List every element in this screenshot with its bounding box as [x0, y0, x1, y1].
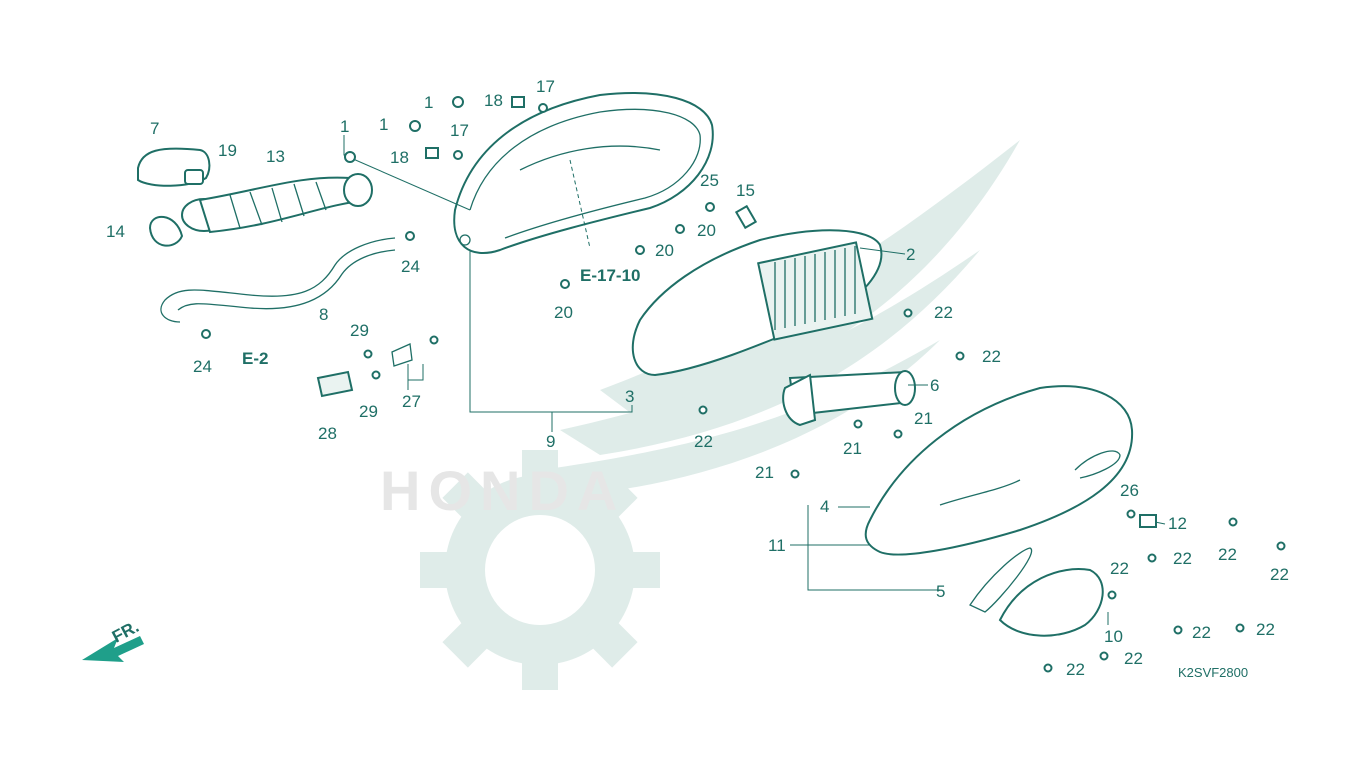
part-27-sensor [391, 343, 413, 367]
part-14-clamp [148, 215, 184, 247]
callout: 10 [1104, 627, 1123, 646]
part-8-drain-tube [160, 237, 396, 323]
callout: 24 [193, 357, 212, 376]
callout: 5 [936, 582, 945, 601]
callout: 22 [1173, 549, 1192, 568]
callout: 22 [694, 432, 713, 451]
callout: 25 [700, 171, 719, 190]
callout: 19 [218, 141, 237, 160]
part-5-seal [969, 547, 1033, 613]
callout: 28 [318, 424, 337, 443]
callout: 1 [424, 93, 433, 112]
callout: 18 [484, 91, 503, 110]
callout: 26 [1120, 481, 1139, 500]
callout: 8 [319, 305, 328, 324]
callout: 24 [401, 257, 420, 276]
callout: 22 [982, 347, 1001, 366]
part-6-inlet-tube [782, 370, 916, 427]
callout: 7 [150, 119, 159, 138]
callout: 1 [340, 117, 349, 136]
part-4-air-cleaner-cover [864, 385, 1134, 556]
callout: 29 [350, 321, 369, 340]
callout: 22 [1256, 620, 1275, 639]
ref-e2-label: E-2 [242, 349, 268, 368]
callout: 12 [1168, 514, 1187, 533]
callout: 22 [1124, 649, 1143, 668]
callout: 13 [266, 147, 285, 166]
callout: 20 [697, 221, 716, 240]
ref-e17-10-label: E-17-10 [580, 266, 640, 285]
callout: 14 [106, 222, 125, 241]
honda-watermark-text: HONDA [380, 459, 625, 522]
callout: 22 [1110, 559, 1129, 578]
part-13-intake-duct [181, 173, 373, 234]
callout: 4 [820, 497, 829, 516]
leader-lines [343, 135, 1166, 625]
callout: 3 [625, 387, 634, 406]
callout: 20 [554, 303, 573, 322]
diagram-code-label: K2SVF2800 [1178, 665, 1248, 680]
callout: 22 [1270, 565, 1289, 584]
part-19-plug [184, 169, 204, 185]
front-direction-arrow-icon [82, 636, 144, 662]
part-10-duct-cover [998, 568, 1104, 637]
callout-labels: 1 1 1 17 17 18 18 7 19 13 14 24 24 8 25 … [106, 77, 1289, 679]
callout: 18 [390, 148, 409, 167]
callout: 22 [1066, 660, 1085, 679]
callout: 2 [906, 245, 915, 264]
callout: 22 [934, 303, 953, 322]
callout: 21 [755, 463, 774, 482]
part-9-air-cleaner-case [453, 92, 714, 255]
callout: 27 [402, 392, 421, 411]
callout: 20 [655, 241, 674, 260]
callout: 11 [768, 536, 786, 555]
callout: 6 [930, 376, 939, 395]
callout: 17 [450, 121, 469, 140]
callout: 17 [536, 77, 555, 96]
callout: 21 [843, 439, 862, 458]
part-2-filter-element [631, 229, 883, 377]
callout: 22 [1218, 545, 1237, 564]
callout: 9 [546, 432, 555, 451]
callout: 15 [736, 181, 755, 200]
callout: 22 [1192, 623, 1211, 642]
callout: 1 [379, 115, 388, 134]
callout: 29 [359, 402, 378, 421]
fastener-markers [201, 96, 1286, 673]
callout: 21 [914, 409, 933, 428]
part-28-tray [316, 370, 354, 398]
